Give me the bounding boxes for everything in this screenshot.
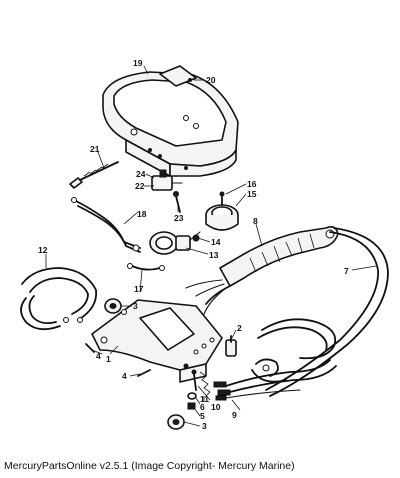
ignition-switch[interactable] (149, 231, 201, 255)
connector-2[interactable] (225, 335, 237, 357)
callout-3-lower: 3 (202, 421, 207, 431)
main-harness-bundle[interactable] (185, 226, 339, 315)
callout-16: 16 (247, 179, 257, 189)
wire-harness-18[interactable] (71, 197, 141, 253)
callout-4-lower: 4 (122, 371, 127, 381)
callout-4-upper: 4 (96, 351, 101, 361)
grommet-upper[interactable] (104, 298, 122, 314)
image-caption: MercuryPartsOnline v2.5.1 (Image Copyrig… (4, 460, 295, 472)
callout-18: 18 (137, 209, 147, 219)
lower-harness[interactable] (213, 359, 337, 401)
cover-plate[interactable] (159, 65, 197, 87)
callout-20: 20 (206, 75, 216, 85)
callout-12: 12 (38, 245, 48, 255)
long-cable-loop[interactable] (265, 227, 389, 397)
long-screw[interactable] (69, 161, 119, 189)
callout-14: 14 (211, 237, 221, 247)
cable-coil-right[interactable] (251, 318, 337, 383)
grommet-lower[interactable] (167, 414, 185, 430)
callout-7: 7 (344, 266, 349, 276)
pin-upper[interactable] (85, 343, 95, 353)
bracket-cup[interactable] (205, 191, 239, 231)
callout-19: 19 (133, 58, 143, 68)
cable-coil-12[interactable] (20, 267, 98, 331)
callout-21: 21 (90, 144, 100, 154)
callout-13: 13 (209, 250, 219, 260)
nut-5[interactable] (187, 402, 196, 410)
callout-9: 9 (232, 410, 237, 420)
control-housing-cover[interactable] (102, 71, 239, 177)
callout-23: 23 (174, 213, 184, 223)
switch[interactable] (151, 169, 183, 191)
ground-strap[interactable] (127, 263, 165, 271)
callout-3-upper: 3 (133, 301, 138, 311)
callout-15: 15 (247, 189, 257, 199)
leader-lines (45, 65, 377, 427)
switch-screw[interactable] (173, 191, 181, 213)
callout-8: 8 (253, 216, 258, 226)
callout-11: 11 (200, 394, 209, 404)
spring[interactable] (199, 371, 211, 397)
callout-24: 24 (136, 169, 146, 179)
washer-6[interactable] (187, 392, 197, 400)
callout-5: 5 (200, 411, 205, 421)
screw-11[interactable] (191, 369, 197, 391)
callout-17: 17 (134, 284, 144, 294)
mounting-bracket[interactable] (91, 299, 223, 383)
callout-6: 6 (200, 402, 205, 412)
pin-lower[interactable] (137, 369, 151, 377)
callout-22: 22 (135, 181, 145, 191)
callout-10: 10 (211, 402, 221, 412)
callout-2: 2 (237, 323, 242, 333)
callout-1: 1 (106, 354, 111, 364)
